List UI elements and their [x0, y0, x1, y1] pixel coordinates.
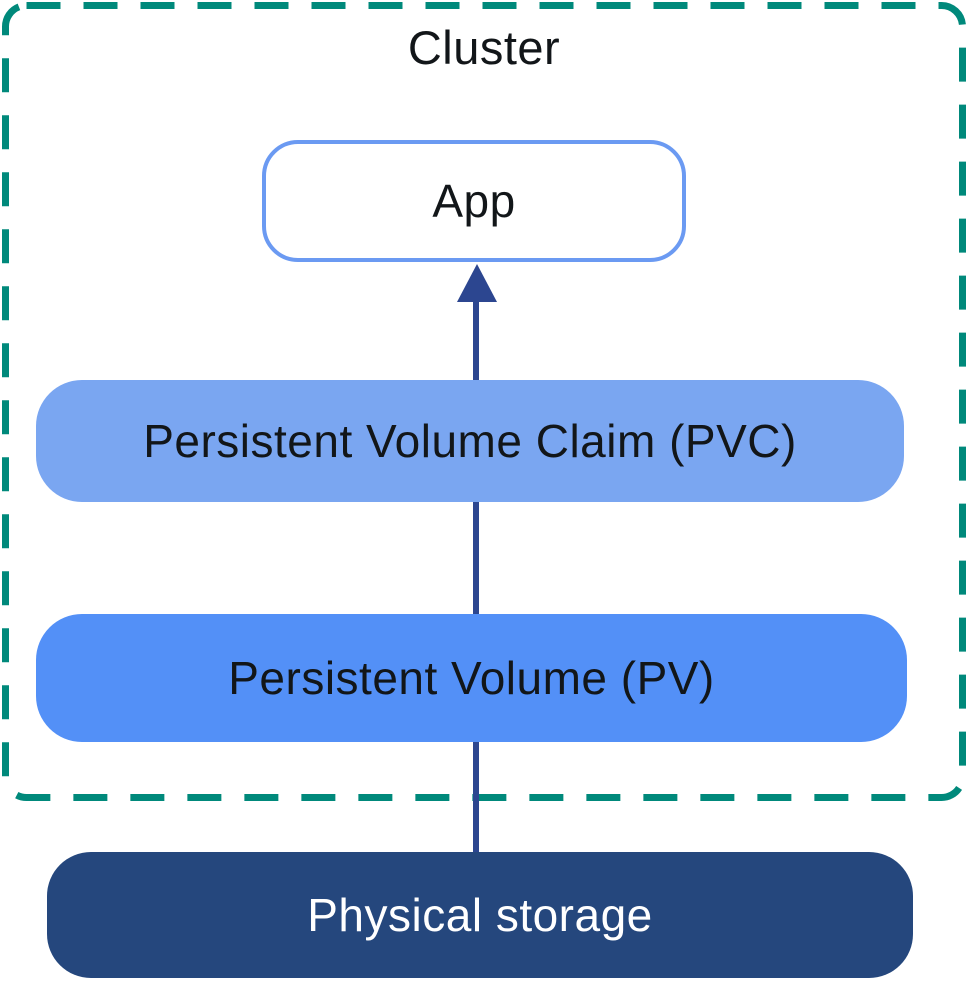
node-app-label: App — [432, 175, 516, 227]
node-pv-label: Persistent Volume (PV) — [228, 652, 715, 704]
node-persistent-volume: Persistent Volume (PV) — [36, 614, 907, 742]
node-physical-storage-label: Physical storage — [307, 889, 653, 941]
node-persistent-volume-claim: Persistent Volume Claim (PVC) — [36, 380, 904, 502]
connector-pvc-to-app — [473, 296, 479, 384]
node-physical-storage: Physical storage — [47, 852, 913, 978]
cluster-title: Cluster — [407, 21, 561, 74]
connector-pv-to-pvc — [473, 500, 479, 618]
arrow-up-icon — [457, 264, 497, 302]
connector-physical-to-pv — [473, 740, 479, 854]
node-pvc-label: Persistent Volume Claim (PVC) — [143, 415, 797, 467]
node-app: App — [262, 140, 686, 262]
